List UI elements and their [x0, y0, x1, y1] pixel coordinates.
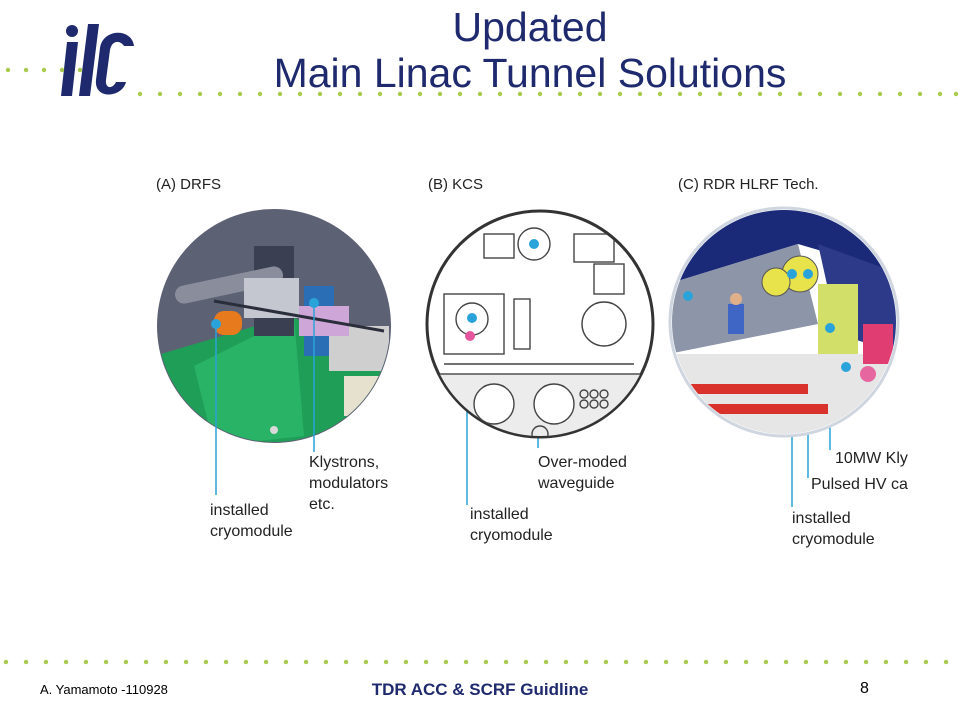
page-number: 8	[860, 680, 869, 697]
panel-c-heading: (C) RDR HLRF Tech.	[678, 176, 819, 193]
footer-title: TDR ACC & SCRF Guidline	[371, 680, 589, 699]
panel-c-callout-klystron: 10MW Kly	[835, 450, 908, 467]
tunnel-figure: (A) DRFS	[140, 160, 920, 560]
panel-a-callout-cryomodule: installed cryomodule	[210, 502, 293, 540]
bottom-dotted-rule	[3, 659, 949, 665]
footer-author-date: A. Yamamoto -110928	[40, 682, 168, 697]
panel-a-callout-klystrons: Klystrons, modulators etc.	[309, 454, 389, 513]
panel-b-callout-waveguide: Over-moded waveguide	[538, 454, 627, 492]
panel-c-callout-pulsed-hv: Pulsed HV ca	[811, 476, 908, 493]
panel-b-tunnel-illustration	[425, 209, 655, 439]
panel-b-heading: (B) KCS	[428, 176, 484, 193]
ilc-logo	[61, 24, 134, 96]
panel-c-tunnel-illustration	[668, 206, 900, 438]
title-line-2: Main Linac Tunnel Solutions	[273, 50, 787, 96]
panel-a-heading: (A) DRFS	[156, 176, 221, 193]
title-line-1: Updated	[452, 4, 608, 50]
slide-title: Updated Main Linac Tunnel Solutions	[170, 4, 890, 96]
panel-b-callout-cryomodule: installed cryomodule	[470, 506, 553, 544]
top-dotted-rule	[5, 67, 959, 97]
panel-c-callout-cryomodule: installed cryomodule	[792, 510, 875, 548]
